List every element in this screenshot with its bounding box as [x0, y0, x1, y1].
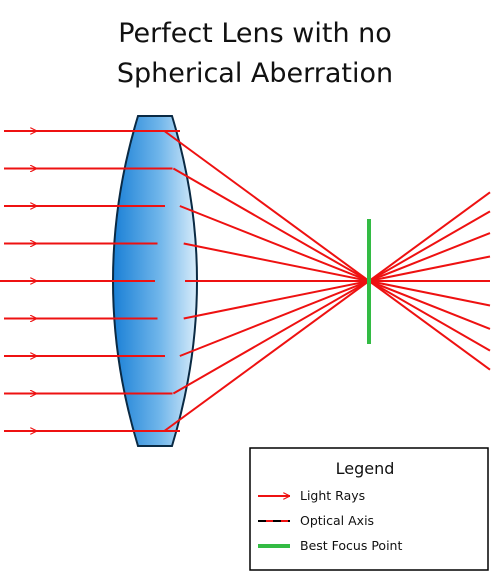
refracted-ray — [172, 210, 491, 395]
legend-light-rays-label: Light Rays — [300, 488, 365, 503]
legend-optical-axis-label: Optical Axis — [300, 513, 374, 528]
refracted-ray — [163, 191, 491, 432]
refracted-ray — [179, 205, 491, 330]
refracted-ray — [172, 167, 491, 352]
title-line-1: Perfect Lens with no — [118, 18, 392, 49]
refracted-ray — [163, 130, 491, 371]
legend-best-focus-label: Best Focus Point — [300, 538, 402, 553]
legend-heading: Legend — [336, 459, 395, 478]
refracted-ray — [183, 242, 491, 307]
title-line-2: Spherical Aberration — [117, 58, 393, 89]
refracted-ray — [183, 255, 491, 320]
light-rays — [4, 130, 491, 432]
refracted-ray — [179, 232, 491, 357]
legend: Legend Light Rays Optical Axis Best Focu… — [249, 447, 489, 571]
legend-box — [249, 447, 489, 571]
